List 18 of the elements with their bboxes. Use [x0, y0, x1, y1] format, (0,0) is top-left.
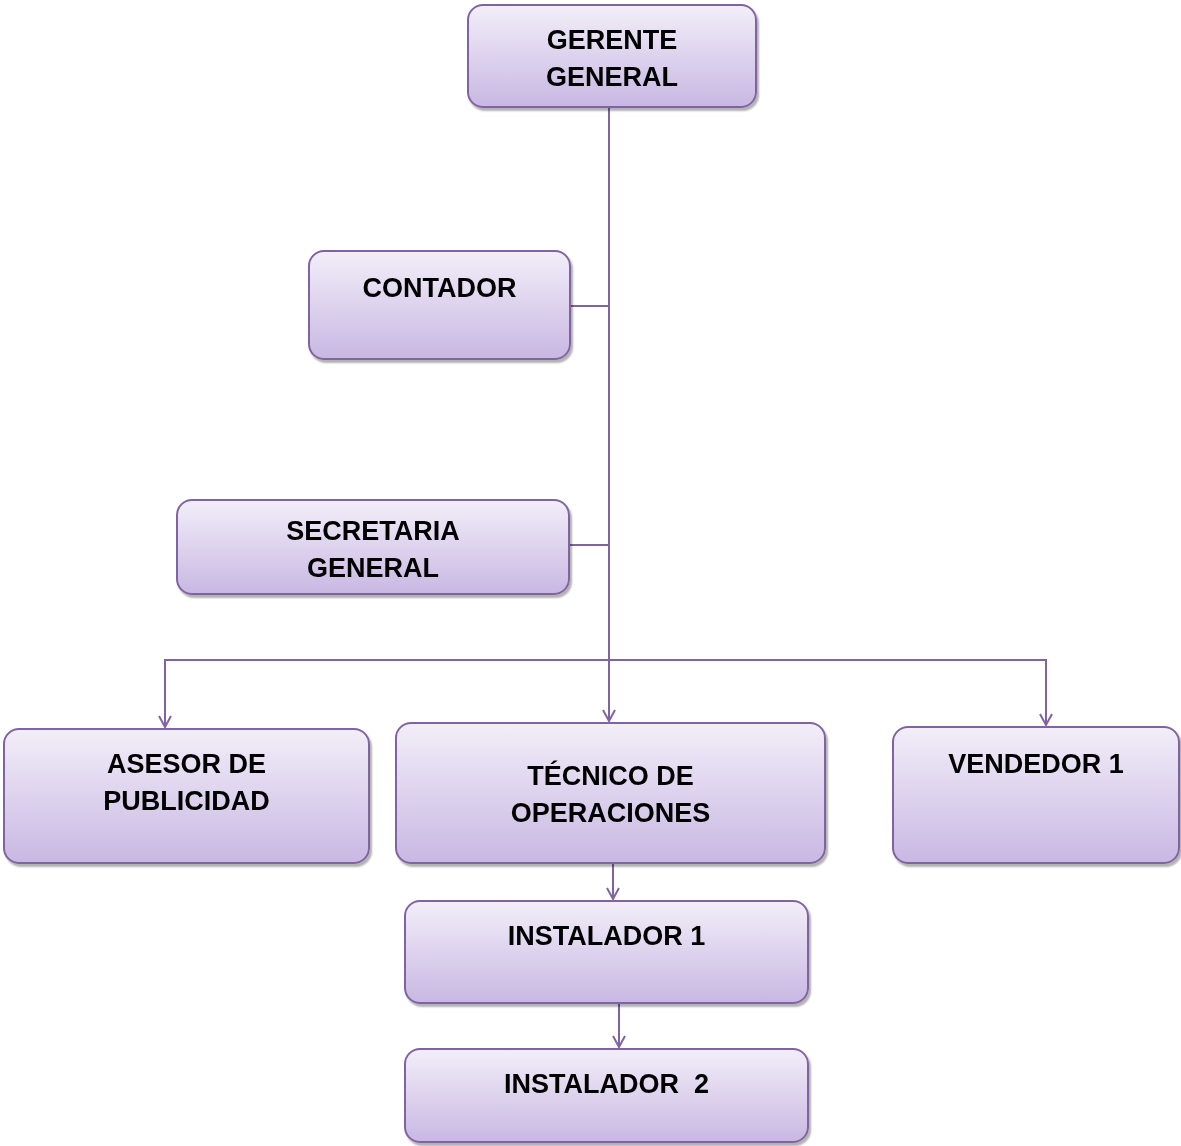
position-box	[176, 499, 570, 595]
position-title: ASESOR DE PUBLICIDAD	[102, 748, 271, 818]
position-box	[404, 900, 809, 1004]
position-title: INSTALADOR 1	[507, 920, 706, 953]
position-box	[3, 728, 370, 864]
position-box	[892, 726, 1180, 864]
position-box	[308, 250, 571, 360]
position-title: GERENTE GENERAL	[545, 24, 679, 94]
position-title: INSTALADOR 2	[504, 1068, 709, 1101]
position-title: SECRETARIA GENERAL	[285, 515, 461, 585]
position-box	[404, 1048, 809, 1143]
position-title: VENDEDOR 1	[948, 748, 1124, 781]
position-title: TÉCNICO DE OPERACIONES	[509, 759, 712, 830]
position-title: CONTADOR	[362, 272, 517, 305]
position-box	[395, 722, 826, 864]
connector-line	[612, 1003, 626, 1048]
connector-line	[606, 863, 620, 900]
position-box	[467, 4, 757, 108]
